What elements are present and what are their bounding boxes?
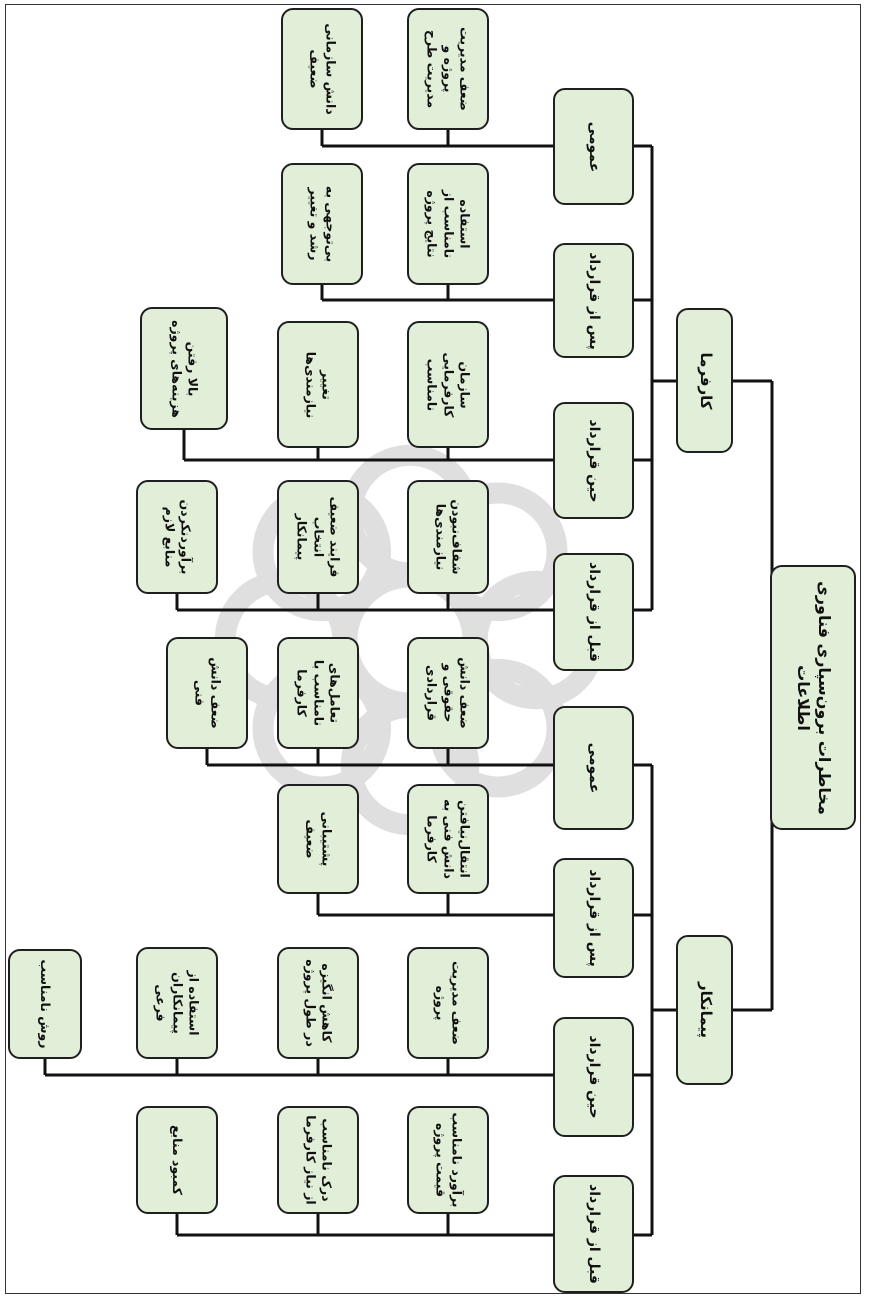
leaf-node: استفاده از پیمانکاران فرعی: [136, 947, 218, 1059]
employer-label: کارفرما: [696, 351, 715, 410]
leaf-node: شفاف‌نبودن نیازمندی‌ها: [407, 480, 489, 594]
leaf-label: کمبود منابع: [170, 1124, 186, 1196]
contractor-during-contract-node: حین قرارداد: [553, 1017, 634, 1137]
frame-border: [5, 4, 861, 1294]
leaf-label: تعامل‌های نامناسب با کارفرما: [294, 659, 343, 727]
leaf-node: ضعف دانش حقوقی و قراردادی: [407, 637, 489, 749]
employer-post-contract-label: پس از قرارداد: [585, 251, 602, 350]
contractor-during-contract-label: حین قرارداد: [585, 1035, 602, 1119]
leaf-node: فرایند ضعیف انتخاب پیمانکار: [277, 480, 359, 594]
leaf-node: انتقال‌نیافتن دانش فنی به کارفرما: [407, 784, 489, 894]
leaf-label: برآورد نامناسب قیمت پروژه: [433, 1112, 465, 1208]
leaf-node: سازمان کارفرمایی نامناسب: [407, 321, 489, 448]
employer-post-contract-node: پس از قرارداد: [553, 243, 634, 358]
employer-during-contract-label: حین قرارداد: [585, 418, 602, 503]
leaf-node: درک نامناسب از نیاز کارفرما: [277, 1106, 359, 1214]
leaf-label: فرایند ضعیف انتخاب پیمانکار: [294, 496, 343, 578]
leaf-label: انتقال‌نیافتن دانش فنی به کارفرما: [424, 799, 473, 879]
leaf-label: پشتیبانی ضعیف: [303, 811, 335, 867]
leaf-label: ضعف دانش فنی: [192, 657, 224, 729]
employer-general-node: عمومی: [553, 88, 634, 205]
root-node: مخاطرات برون‌سپاری فناوری اطلاعات: [770, 565, 856, 830]
contractor-node: پیمانکار: [676, 935, 733, 1085]
contractor-pre-contract-label: قبل از قرارداد: [585, 1184, 602, 1284]
employer-pre-contract-label: قبل از قرارداد: [585, 562, 602, 662]
leaf-node: کمبود منابع: [136, 1106, 218, 1214]
leaf-label: کاهش انگیزه در طول پروژه: [303, 959, 335, 1047]
leaf-label: دانش سازمانی ضعیف: [307, 23, 339, 115]
leaf-node: ضعف مدیریت پروژه: [407, 947, 489, 1059]
leaf-label: روش نامناسب: [38, 959, 54, 1049]
employer-node: کارفرما: [676, 308, 733, 453]
leaf-node: ضعف مدیریت پروژه و مدیریت طرح: [407, 8, 489, 130]
leaf-node: پشتیبانی ضعیف: [277, 784, 359, 894]
employer-pre-contract-node: قبل از قرارداد: [553, 553, 634, 671]
contractor-post-contract-label: پس از قرارداد: [585, 869, 602, 967]
leaf-label: ضعف دانش حقوقی و قراردادی: [424, 657, 473, 729]
contractor-label: پیمانکار: [696, 981, 715, 1039]
leaf-node: تغییر نیازمندی‌ها: [277, 321, 359, 448]
leaf-label: شفاف‌نبودن نیازمندی‌ها: [433, 499, 465, 575]
leaf-label: بالا رفتن هزینه‌های پروژه: [169, 319, 201, 418]
leaf-label: برآوردنکردن منابع لازم: [162, 499, 194, 575]
leaf-node: کاهش انگیزه در طول پروژه: [277, 947, 359, 1059]
leaf-node: بالا رفتن هزینه‌های پروژه: [140, 307, 228, 430]
leaf-node: برآوردنکردن منابع لازم: [136, 480, 218, 594]
leaf-label: ضعف مدیریت پروژه: [433, 961, 465, 1045]
leaf-node: ضعف دانش فنی: [166, 637, 248, 749]
employer-general-label: عمومی: [585, 121, 602, 172]
contractor-general-label: عمومی: [585, 742, 602, 794]
employer-during-contract-node: حین قرارداد: [553, 402, 634, 519]
leaf-label: تغییر نیازمندی‌ها: [303, 351, 335, 418]
root-label: مخاطرات برون‌سپاری فناوری اطلاعات: [794, 580, 834, 815]
leaf-node: بی‌توجهی به رشد و تغییر: [281, 163, 363, 285]
leaf-node: دانش سازمانی ضعیف: [281, 8, 363, 130]
leaf-label: ضعف مدیریت پروژه و مدیریت طرح: [424, 27, 473, 111]
leaf-label: درک نامناسب از نیاز کارفرما: [303, 1115, 335, 1205]
leaf-node: استفاده نامناسب از نتایج پروژه: [407, 163, 489, 285]
leaf-label: استفاده از پیمانکاران فرعی: [153, 970, 202, 1036]
contractor-general-node: عمومی: [553, 706, 634, 830]
contractor-pre-contract-node: قبل از قرارداد: [553, 1175, 634, 1293]
leaf-node: روش نامناسب: [8, 949, 82, 1059]
leaf-label: سازمان کارفرمایی نامناسب: [424, 352, 473, 417]
leaf-label: بی‌توجهی به رشد و تغییر: [307, 185, 339, 263]
leaf-node: برآورد نامناسب قیمت پروژه: [407, 1106, 489, 1214]
leaf-node: تعامل‌های نامناسب با کارفرما: [277, 637, 359, 749]
contractor-post-contract-node: پس از قرارداد: [553, 858, 634, 978]
leaf-label: استفاده نامناسب از نتایج پروژه: [424, 189, 473, 259]
